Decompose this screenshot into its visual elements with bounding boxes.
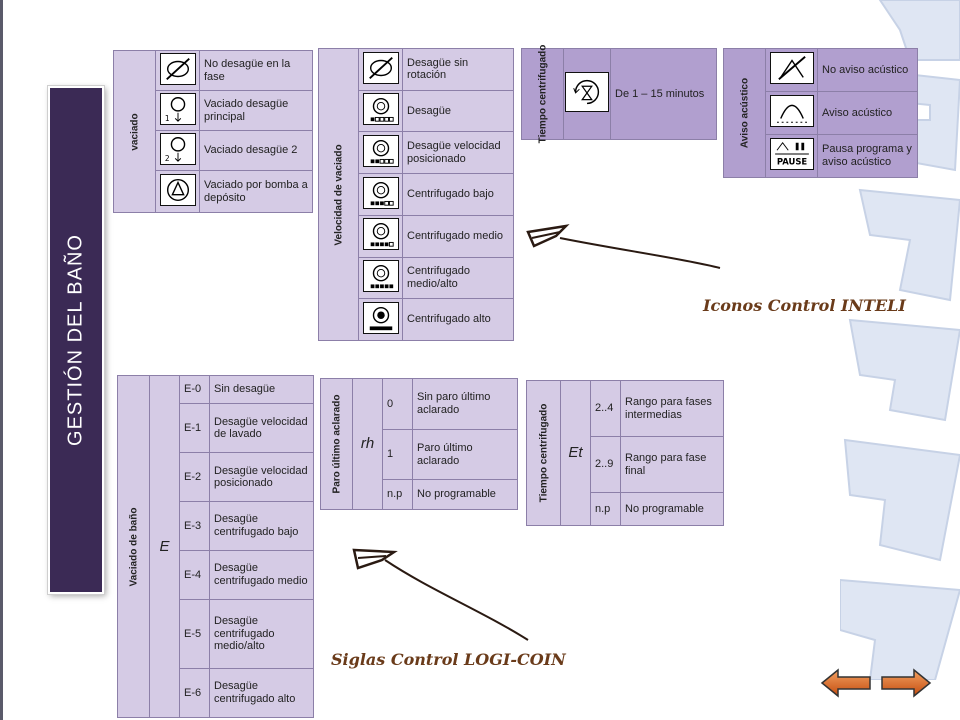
vaciado-bano-label-1: Desagüe velocidad de lavado	[209, 403, 314, 454]
velocidad-label-6: Centrifugado alto	[402, 298, 514, 341]
velocidad-label-0: Desagüe sin rotación	[402, 48, 514, 91]
tiempo-centrifugado-label-1: Rango para fase final	[620, 436, 724, 494]
tiempo-centrifugado-label-2: No programable	[620, 492, 724, 526]
previous-arrow-icon	[820, 668, 871, 698]
aviso-label-1: Aviso acústico	[817, 91, 918, 135]
vaciado-bano-code-0: E-0	[179, 374, 210, 405]
paro-label-2: No programable	[412, 479, 518, 510]
arrow-logicoin	[352, 548, 529, 641]
vaciado-label-0: No desagüe en la fase	[199, 50, 313, 91]
arrow-inteli	[526, 224, 721, 269]
tiempo-centrifugado-code-0: 2..4	[590, 379, 621, 438]
no-alarm-icon	[769, 52, 814, 85]
logicoin-note: Siglas Control LOGI-COIN	[331, 650, 566, 669]
tiempo-centrifugado-code-1: 2..9	[590, 436, 621, 494]
svg-text:2: 2	[164, 154, 169, 163]
velocidad-label-1: Desagüe	[402, 89, 514, 133]
main-drain-icon: 1	[159, 92, 196, 125]
spin-low-icon	[362, 176, 399, 209]
tiempo-centrifugado-label-0: Rango para fases intermedias	[620, 379, 724, 438]
paro-code-2: n.p	[382, 479, 413, 510]
page-title: GESTIÓN DEL BAÑO	[64, 234, 87, 446]
aviso-label-2: Pausa programa y aviso acústico	[817, 134, 918, 178]
svg-text:1: 1	[164, 114, 169, 123]
next-button[interactable]	[880, 668, 932, 698]
prev-button[interactable]	[820, 668, 872, 698]
velocidad-label-3: Centrifugado bajo	[402, 173, 514, 216]
paro-code: rh	[352, 378, 383, 510]
spin-high-icon	[362, 301, 399, 334]
tiempo-icon-table: Tiempo centrifugado De 1 – 15 minutos	[521, 45, 717, 143]
vaciado-bano-code: E	[149, 375, 180, 718]
tiempo-header: Tiempo centrifugado	[536, 44, 548, 144]
paro-code-0: 0	[382, 378, 413, 430]
paro-label-1: Paro último aclarado	[412, 428, 518, 481]
aviso-table: Aviso acústico No aviso acústico Aviso a…	[723, 48, 918, 178]
spin-medium-high-icon	[362, 260, 399, 293]
drain-2-icon: 2	[159, 132, 196, 165]
vaciado-bano-code-4: E-4	[179, 549, 210, 600]
velocidad-header: Velocidad de vaciado	[332, 143, 344, 246]
velocidad-label-2: Desagüe velocidad posicionado	[402, 131, 514, 175]
no-drain-icon	[159, 52, 196, 85]
inteli-note: Iconos Control INTELI	[703, 296, 906, 315]
pause-alarm-icon: PAUSE	[769, 138, 814, 171]
vaciado-table: vaciado No desagüe en la fase 1 Vaciado …	[113, 50, 313, 213]
pump-icon	[159, 173, 196, 206]
vaciado-bano-label-3: Desagüe centrifugado bajo	[209, 501, 314, 551]
spin-timer-icon	[565, 72, 609, 113]
tiempo-centrifugado-code: Et	[560, 380, 591, 526]
tiempo-centrifugado-header: Tiempo centrifugado	[537, 403, 549, 503]
vaciado-bano-code-1: E-1	[179, 403, 210, 454]
paro-code-1: 1	[382, 428, 413, 481]
velocidad-label-4: Centrifugado medio	[402, 214, 514, 258]
left-border-line	[0, 0, 3, 720]
paro-table: Paro último aclarado rh 0 Sin paro últim…	[320, 378, 518, 510]
vaciado-header: vaciado	[128, 112, 140, 151]
vaciado-bano-label-6: Desagüe centrifugado alto	[209, 668, 314, 718]
drain-speed-icon	[362, 93, 399, 126]
aviso-label-0: No aviso acústico	[817, 48, 918, 92]
tiempo-centrifugado-table: Tiempo centrifugado Et 2..4 Rango para f…	[526, 379, 724, 526]
vaciado-bano-label-2: Desagüe velocidad posicionado	[209, 452, 314, 503]
tiempo-label: De 1 – 15 minutos	[610, 48, 717, 140]
velocidad-label-5: Centrifugado medio/alto	[402, 256, 514, 300]
vaciado-bano-label-4: Desagüe centrifugado medio	[209, 549, 314, 600]
section-title-bar: GESTIÓN DEL BAÑO	[47, 85, 105, 595]
vaciado-bano-header: Vaciado de baño	[127, 507, 139, 586]
paro-header: Paro último aclarado	[330, 394, 342, 494]
vaciado-bano-code-3: E-3	[179, 501, 210, 551]
positioned-speed-icon	[362, 134, 399, 167]
vaciado-bano-label-0: Sin desagüe	[209, 374, 314, 405]
aviso-header: Aviso acústico	[738, 77, 750, 149]
vaciado-bano-label-5: Desagüe centrifugado medio/alto	[209, 598, 314, 670]
vaciado-bano-code-5: E-5	[179, 598, 210, 670]
spin-medium-icon	[362, 218, 399, 251]
pause-icon-text: PAUSE	[776, 156, 807, 166]
no-rotation-icon	[362, 51, 399, 84]
vaciado-bano-table: Vaciado de baño E E-0 Sin desagüe E-1 De…	[117, 374, 314, 718]
vaciado-bano-code-6: E-6	[179, 668, 210, 718]
velocidad-table: Velocidad de vaciado Desagüe sin rotació…	[318, 48, 514, 341]
paro-label-0: Sin paro último aclarado	[412, 378, 518, 430]
vaciado-bano-code-2: E-2	[179, 452, 210, 503]
vaciado-label-3: Vaciado por bomba a depósito	[199, 170, 313, 213]
tiempo-centrifugado-code-2: n.p	[590, 492, 621, 526]
vaciado-label-1: Vaciado desagüe principal	[199, 90, 313, 131]
vaciado-label-2: Vaciado desagüe 2	[199, 130, 313, 171]
alarm-icon	[769, 95, 814, 128]
next-arrow-icon	[881, 668, 932, 698]
